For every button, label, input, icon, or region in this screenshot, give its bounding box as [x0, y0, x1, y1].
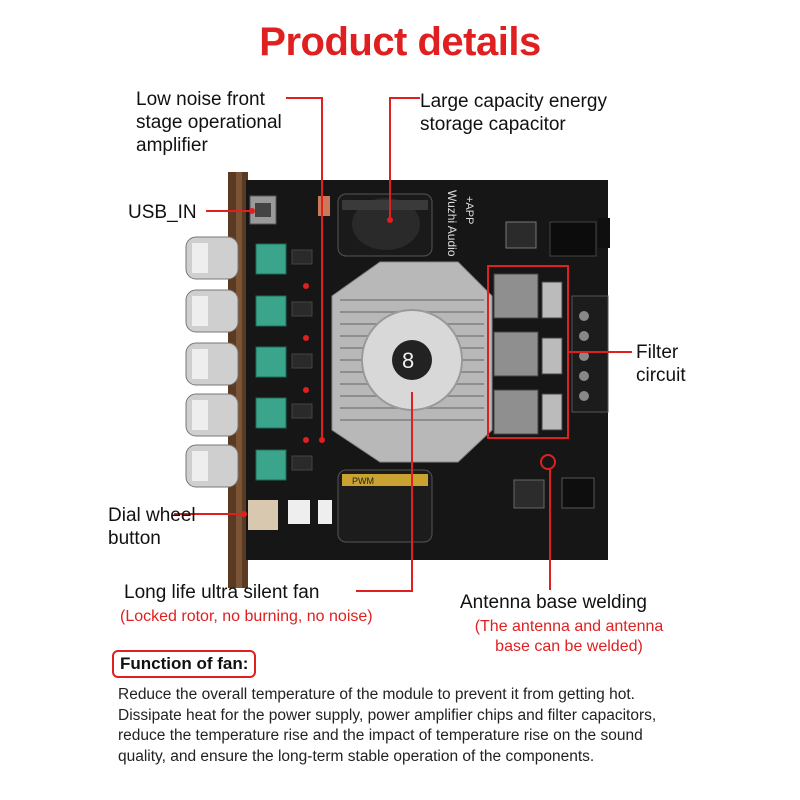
storage-capacitor-top: [337, 193, 433, 257]
fan-label: Long life ultra silent fan: [124, 582, 320, 603]
page-title: Product details: [259, 20, 541, 64]
filter-circuit-label: Filter circuit: [636, 342, 686, 386]
antenna-label: Antenna base welding: [460, 592, 647, 613]
op-amp-label: Low noise front stage operational amplif…: [136, 89, 282, 156]
knob: [185, 289, 239, 333]
knob-column: [185, 236, 239, 488]
potentiometer: [255, 295, 287, 327]
potentiometer: [255, 346, 287, 378]
knob: [185, 342, 239, 386]
capacitor-label: Large capacity energy storage capacitor: [420, 91, 607, 135]
function-description: Reduce the overall temperature of the mo…: [118, 686, 657, 765]
knob: [185, 444, 239, 488]
antenna-base: [540, 454, 556, 470]
brand-silkscreen: Wuzhi Audio: [445, 190, 459, 257]
svg-text:8: 8: [402, 348, 414, 373]
leader-lines: [174, 97, 632, 592]
potentiometer: [255, 449, 287, 481]
potentiometer: [255, 397, 287, 429]
fan: 8: [361, 309, 463, 411]
fan-note: (Locked rotor, no burning, no noise): [120, 608, 373, 625]
function-heading: Function of fan:: [112, 650, 256, 678]
dial-wheel-label: Dial wheel button: [108, 505, 196, 549]
potentiometer: [255, 243, 287, 275]
svg-text:PWM: PWM: [352, 476, 374, 486]
knob: [185, 393, 239, 437]
knob: [185, 236, 239, 280]
usb-in-label: USB_IN: [128, 202, 197, 223]
app-silkscreen: +APP: [463, 196, 475, 224]
antenna-note: (The antenna and antenna base can be wel…: [474, 618, 664, 655]
storage-capacitor-bottom: PWM: [337, 469, 433, 543]
filter-inductors: [493, 273, 563, 435]
speaker-terminal: [571, 295, 609, 413]
